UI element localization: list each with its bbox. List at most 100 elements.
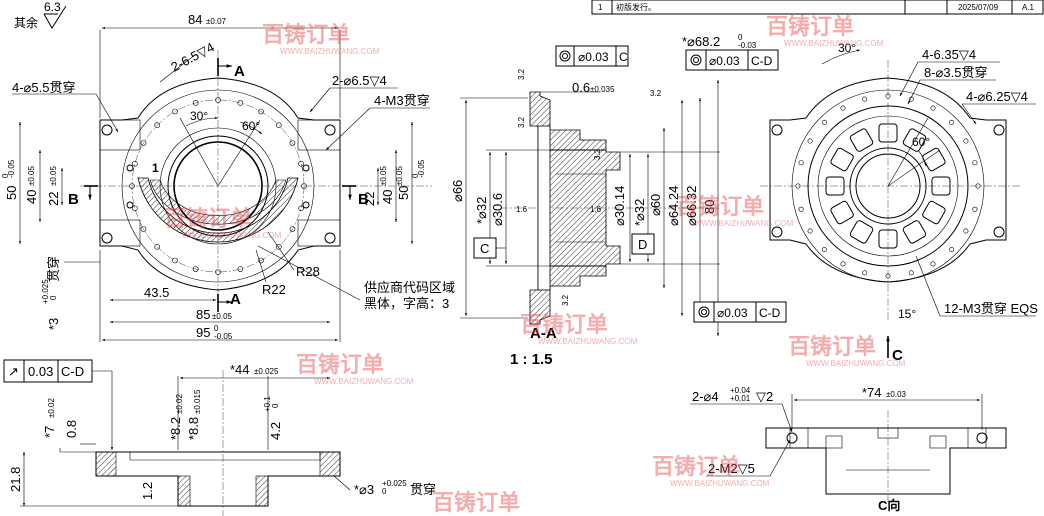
pocket — [922, 147, 946, 172]
fcf2-value: ⌀0.03 — [709, 54, 740, 68]
back-hole — [885, 93, 891, 99]
hole-2x6.5-right-callout: 2-⌀6.5▽4 — [332, 73, 387, 88]
dim-40-left: 40 — [24, 190, 39, 204]
watermark-7: 百铸订单 — [296, 352, 384, 377]
bolt-hole — [215, 269, 221, 275]
watermark-url-4: WWW.BAIZHUWANG.COM — [694, 219, 794, 228]
bolt-hole — [237, 100, 244, 106]
m3-thread-callout: 4-M3贯穿 — [374, 93, 430, 108]
bolt-hole — [289, 140, 296, 146]
tol-dia-3-lower: 0 — [382, 487, 387, 496]
dim-1.2: 1.2 — [140, 482, 155, 500]
fcf3-datum: C-D — [759, 306, 781, 320]
radius-28: R28 — [296, 264, 320, 279]
angle-30-label: 30° — [190, 109, 208, 123]
dia-64.24: ⌀64.24 — [666, 186, 681, 226]
fcf3-value: ⌀0.03 — [717, 306, 748, 320]
dia-66: ⌀66 — [450, 180, 465, 202]
rev-description: 初版发行。 — [616, 2, 656, 12]
dim-85: 85 — [196, 307, 210, 322]
dim-44: *44 — [230, 362, 250, 377]
bolt-hole — [258, 108, 264, 115]
dim-0.6: 0.6 — [572, 80, 590, 95]
rev-number: 1 — [598, 3, 603, 12]
bolt-hole-pattern — [129, 97, 307, 275]
bolt-hole — [237, 266, 244, 272]
dim-84: 84 — [188, 12, 202, 27]
runout-value: 0.03 — [28, 364, 53, 379]
back-hole — [972, 160, 978, 166]
dim-0.8: 0.8 — [64, 420, 79, 438]
runout-datum: C-D — [61, 364, 84, 379]
dia-30.6: ⌀30.6 — [490, 193, 505, 226]
bolt-hole — [258, 257, 264, 264]
dim-4.2: 4.2 — [268, 422, 283, 440]
hole-2x6.5-callout: 2-6.5▽4 — [168, 39, 216, 74]
rev-date: 2025/07/09 — [958, 3, 999, 12]
pocket — [878, 123, 898, 143]
tol-84: ±0.07 — [206, 17, 227, 26]
fcf1-datum: C — [619, 50, 628, 64]
roughness-3.2-d: 3.2 — [593, 148, 602, 160]
watermark-9: 百铸订单 — [432, 490, 520, 515]
tol-50-left-upper: 0 — [1, 173, 10, 178]
dim-40-right: 40 — [380, 190, 395, 204]
hole-4x6.25-callout: 4-⌀6.25▽4 — [966, 89, 1028, 104]
dim-80: 80 — [702, 200, 717, 214]
callout-1: 1 — [152, 161, 159, 175]
tol-8.2: ±0.02 — [175, 393, 184, 414]
watermark-1: 百铸订单 — [262, 22, 350, 47]
tol-74: ±0.03 — [886, 390, 907, 399]
dia-32-star-b: *⌀32 — [632, 199, 647, 226]
bolt-hole — [154, 122, 160, 128]
section-scale: 1 : 1.5 — [510, 351, 553, 368]
dim-7: *7 — [42, 426, 57, 438]
title-block: 1 初版发行。 2025/07/09 A.1 — [591, 0, 1044, 15]
back-hole — [821, 119, 827, 125]
supplier-font-note: 黑体，字高：3 — [364, 296, 449, 311]
dia-30.14: ⌀30.14 — [612, 186, 627, 226]
dim-50-right: 50 — [396, 186, 411, 200]
pocket — [825, 176, 845, 196]
tol-50-right-upper: 0 — [411, 173, 420, 178]
roughness-3.2-b: 3.2 — [517, 116, 526, 128]
tol-50-right-lower: -0.05 — [417, 159, 426, 178]
dim-21.8: 21.8 — [8, 467, 23, 492]
back-hole — [963, 138, 969, 144]
runout-symbol: ↗ — [8, 364, 19, 379]
back-hole — [821, 247, 827, 253]
watermark-url-5: WWW.BAIZHUWANG.COM — [538, 337, 638, 346]
pocket — [902, 128, 927, 152]
bolt-hole — [192, 100, 199, 106]
tol-4-upper: +0.04 — [730, 386, 751, 395]
tol-50-left-lower: -0.05 — [7, 159, 16, 178]
watermark-url-3: WWW.BAIZHUWANG.COM — [182, 231, 282, 240]
back-angle-60: 60° — [912, 135, 930, 149]
supplier-code-note: 供应商代码区域 — [364, 280, 455, 295]
back-angle-30: 30° — [838, 41, 856, 55]
roughness-value: 6.3 — [44, 0, 61, 14]
side-view: ↗ 0.03 C-D *44 ±0.025 *7 ±0.02 0.8 21.8 … — [3, 359, 436, 516]
back-hole — [908, 270, 914, 276]
back-hole — [885, 273, 891, 279]
bolt-hole — [301, 183, 307, 189]
fcf-concentricity-c: ⌀0.03 C — [555, 45, 629, 67]
tol-8.8: ±0.015 — [193, 389, 202, 414]
watermark-3: 百铸订单 — [164, 206, 252, 231]
dim-3: *3 — [46, 318, 61, 330]
bolt-hole — [275, 244, 282, 250]
bolt-hole — [140, 140, 147, 146]
dia-60: ⌀60 — [648, 194, 663, 216]
back-hole — [949, 119, 955, 125]
tol-dia-3-upper: +0.025 — [382, 479, 407, 488]
watermark-url-8: WWW.BAIZHUWANG.COM — [670, 479, 770, 488]
bolt-hole — [298, 160, 304, 167]
dim-74: *74 — [862, 385, 882, 400]
watermark-8: 百铸订单 — [652, 454, 740, 479]
back-hole — [840, 261, 846, 267]
tol-85: ±0.05 — [212, 312, 233, 321]
pocket — [878, 229, 898, 249]
fcf-concentricity-cd-bottom: ⌀0.03 C-D — [693, 301, 787, 323]
datum-d: D — [638, 237, 647, 252]
